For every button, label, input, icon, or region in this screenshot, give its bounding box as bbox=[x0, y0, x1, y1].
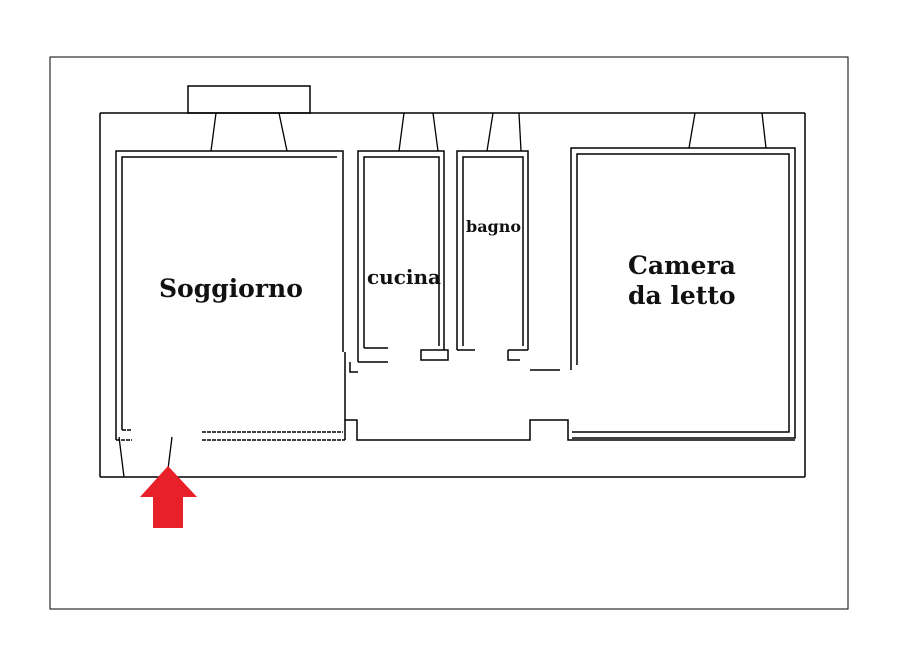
entrance-arrow-icon bbox=[140, 466, 197, 528]
balcony bbox=[187, 85, 311, 114]
bathroom-walls bbox=[456, 150, 560, 371]
bedroom-walls bbox=[570, 147, 796, 439]
room-label-bagno: bagno bbox=[466, 217, 522, 236]
room-label-camera: Camera da letto bbox=[628, 251, 736, 311]
kitchen-walls bbox=[349, 150, 449, 373]
window-openings bbox=[118, 112, 767, 478]
room-label-camera-line1: Camera bbox=[628, 251, 736, 280]
living-room-walls bbox=[115, 150, 795, 441]
room-label-camera-line2: da letto bbox=[628, 281, 736, 310]
room-label-cucina: cucina bbox=[367, 265, 441, 289]
page-frame bbox=[49, 56, 849, 610]
outer-walls bbox=[99, 112, 806, 478]
room-label-soggiorno: Soggiorno bbox=[159, 274, 303, 303]
